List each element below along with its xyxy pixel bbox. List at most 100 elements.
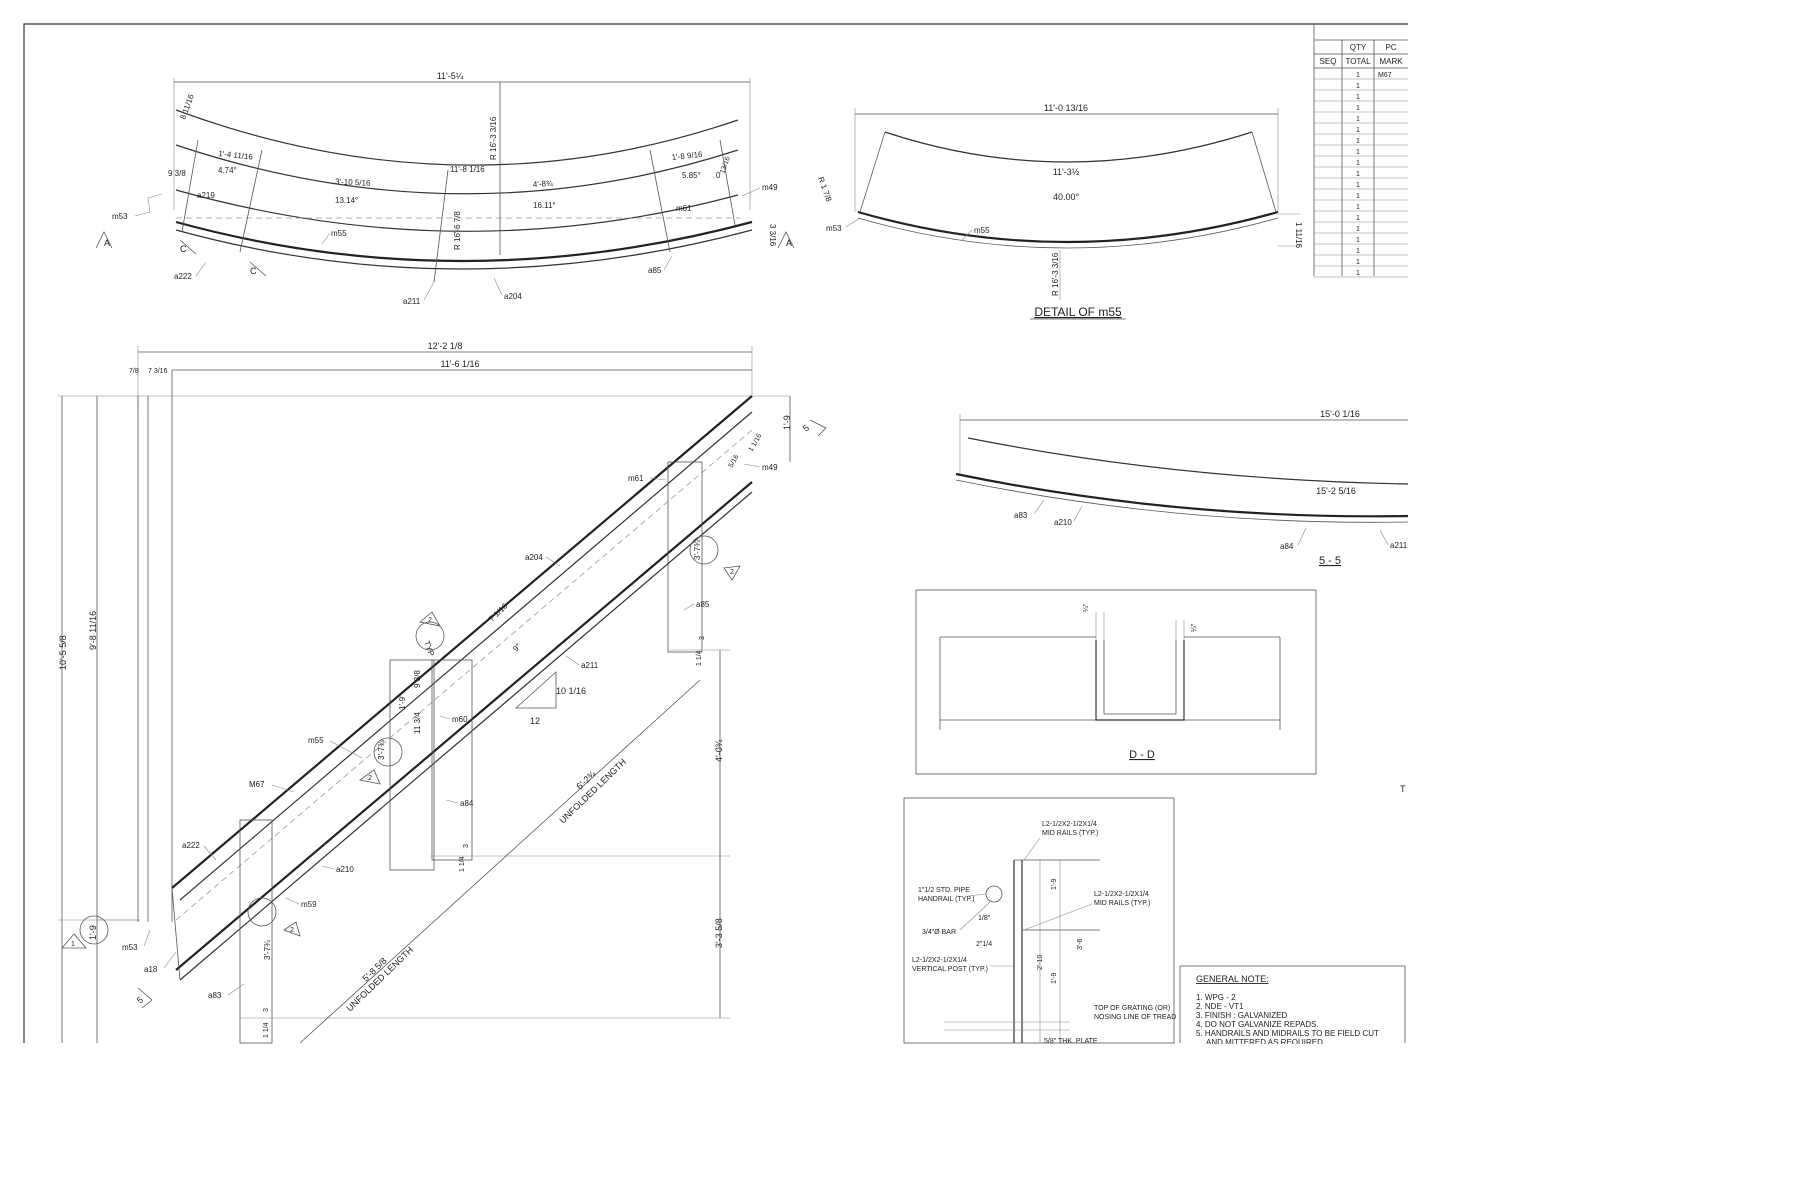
notes-item-3: 3. FINISH : GALVANIZED — [1196, 1011, 1288, 1020]
bom-row-total: 1 — [1356, 127, 1360, 134]
elev-label-m61: m61 — [628, 474, 644, 483]
railing-detail: L2-1/2X2-1/2X1/4 MID RAILS (TYP.) 1"1/2 … — [903, 797, 1176, 1045]
plan-label-m61: m61 — [676, 204, 692, 213]
rail-handrail2: HANDRAIL (TYP.) — [918, 896, 974, 903]
plan-dim-ang-left: 4.74° — [218, 166, 237, 175]
v55-label-a210: a210 — [1054, 518, 1072, 527]
elev-unfold-text-b: UNFOLDED LENGTH — [344, 945, 415, 1014]
plan-label-m55: m55 — [331, 229, 347, 238]
m55-label-m53: m53 — [826, 224, 842, 233]
elev-post-f-right: 3'-7¾ — [693, 540, 702, 560]
rail-bar-a: 1/8" — [978, 915, 991, 922]
plan-dim-left-small: 9 3/8 — [168, 169, 186, 178]
elev-label-a204: a204 — [525, 553, 543, 562]
elev-label-a222: a222 — [182, 841, 200, 850]
rail-post: L2-1/2X2-1/2X1/4 — [912, 957, 967, 964]
elev-small-b-left: 3 — [263, 1008, 270, 1012]
plan-section-a-right: A — [786, 238, 792, 248]
elev-slope-rise: 10 1/16 — [556, 686, 586, 696]
view-5-5: 15'-0 1/16 15'-2 5/16 a83 a210 a84 a211 … — [955, 409, 1409, 567]
elev-dim-sub: 11'-6 1/16 — [440, 359, 479, 369]
plan-dim-seg-right: 4'-8¾ — [533, 179, 554, 189]
m55-label-m55: m55 — [974, 226, 990, 235]
elev-mark-5-bottom: 5 — [135, 995, 145, 1006]
elevation-view: 12'-2 1/8 11'-6 1/16 7/8 7 3/16 10'-5 5/… — [58, 341, 827, 1044]
bom-row-total: 1 — [1356, 270, 1360, 277]
elev-dim-right-col-lower: 3'-3 5/8 — [714, 918, 724, 948]
plan-dim-seg-mid: 3'-10 5/16 — [335, 177, 371, 188]
elev-label-M67: M67 — [249, 780, 265, 789]
bom-row-total: 1 — [1356, 204, 1360, 211]
rail-bar: 3/4"Ø BAR — [922, 929, 956, 936]
plan-dim-seg-right-end: 1'-8 9/16 — [671, 150, 703, 162]
elev-small-a: 1 1/4 — [696, 650, 703, 666]
plan-dim-seg-left: 1'-4 11/16 — [218, 149, 254, 162]
bom-row-total: 1 — [1356, 149, 1360, 156]
elev-post-b: 9 3/8 — [413, 670, 422, 688]
bom-row-total: 1 — [1356, 259, 1360, 266]
m55-dim-radius: R 16'-3 3/16 — [1051, 252, 1060, 296]
v55-dim-top: 15'-0 1/16 — [1320, 409, 1360, 419]
elev-mark-2a: 2 — [428, 617, 432, 624]
sheet-border — [23, 23, 1408, 1043]
plan-dim-mid-span: 11'-8 1/16 — [450, 165, 485, 174]
bom-row-total: 1 — [1356, 105, 1360, 112]
bom-row-total: 1 — [1356, 193, 1360, 200]
bom-row-total: 1 — [1356, 215, 1360, 222]
elev-unfold-text-a: UNFOLDED LENGTH — [557, 757, 628, 826]
bom-cut-text: T — [1400, 784, 1406, 794]
plan-label-a219: a219 — [197, 191, 215, 200]
general-notes: GENERAL NOTE: 1. WPG - 2 2. NDE - VT1 3.… — [1179, 965, 1406, 1047]
elev-small-b-right: 3 — [699, 636, 706, 640]
plan-label-m53: m53 — [112, 212, 128, 221]
dd-dim-b: ¼" — [1191, 623, 1198, 632]
notes-item-4: 4. DO NOT GALVANIZE REPADS. — [1196, 1020, 1319, 1029]
elev-label-m53: m53 — [122, 943, 138, 952]
rail-dim-c: 3'-6 — [1077, 938, 1084, 950]
bom-row-total: 1 — [1356, 138, 1360, 145]
elev-post-a: 1'-9" — [398, 694, 407, 710]
plan-section-a-left: A — [104, 238, 110, 248]
detail-m55: 11'-0 13/16 11'-3½ 40.00° 1 11/16 R 1 7/… — [816, 103, 1303, 320]
plan-dim-radius-outer: R 16'-3 3/16 — [489, 116, 498, 160]
elev-mark-5-top: 5 — [801, 423, 811, 434]
rail-post2: VERTICAL POST (TYP.) — [912, 966, 988, 973]
plan-label-a222: a222 — [174, 272, 192, 281]
elev-small-d: 5/16 — [728, 454, 741, 469]
elev-label-m59: m59 — [301, 900, 317, 909]
plan-dim-right-o: 0 — [716, 171, 721, 180]
elev-label-m55: m55 — [308, 736, 324, 745]
elev-small-a-left: 1 1/4 — [263, 1022, 270, 1038]
plan-dim-radius-inner: R 16'-6 7/8 — [453, 211, 462, 250]
notes-item-1: 1. WPG - 2 — [1196, 993, 1236, 1002]
plan-dim-ang-right-end: 5.85° — [682, 171, 701, 180]
rail-bar-dim: 2"1/4 — [976, 941, 992, 948]
plan-dim-ang-right: 16.11° — [533, 201, 556, 210]
v55-label-a211: a211 — [1390, 541, 1408, 550]
plan-label-a204: a204 — [504, 292, 522, 301]
rail-grating2: NOSING LINE OF TREAD — [1094, 1014, 1176, 1021]
notes-title: GENERAL NOTE: — [1196, 974, 1269, 984]
rail-grating: TOP OF GRATING (OR) — [1094, 1005, 1170, 1012]
elev-post-e: 9" — [511, 642, 523, 654]
elev-mark-1: 1 — [71, 941, 75, 948]
m55-dim-angle: 40.00° — [1053, 192, 1080, 202]
v55-label-a83: a83 — [1014, 511, 1028, 520]
elev-label-a211: a211 — [581, 661, 599, 670]
elev-dim-left-a: 7/8 — [129, 368, 139, 375]
plan-dim-ang-mid: 13.14° — [335, 196, 358, 205]
elev-small-c: 1 1/16 — [748, 433, 764, 453]
elev-label-a18: a18 — [144, 965, 158, 974]
rail-handrail: 1"1/2 STD. PIPE — [918, 887, 970, 894]
v55-dim-mid: 15'-2 5/16 — [1316, 486, 1356, 496]
rail-mid-top2: MID RAILS (TYP.) — [1042, 830, 1098, 837]
bom-row-total: 1 — [1356, 94, 1360, 101]
m55-dim-rise: 1 11/16 — [1294, 222, 1303, 249]
elev-dim-right-col: 4'-0¾ — [714, 739, 724, 762]
m55-dim-r-small: R 1 7/8 — [816, 176, 833, 204]
elev-label-m49: m49 — [762, 463, 778, 472]
rail-dim-b: 2'-10 — [1037, 955, 1044, 970]
